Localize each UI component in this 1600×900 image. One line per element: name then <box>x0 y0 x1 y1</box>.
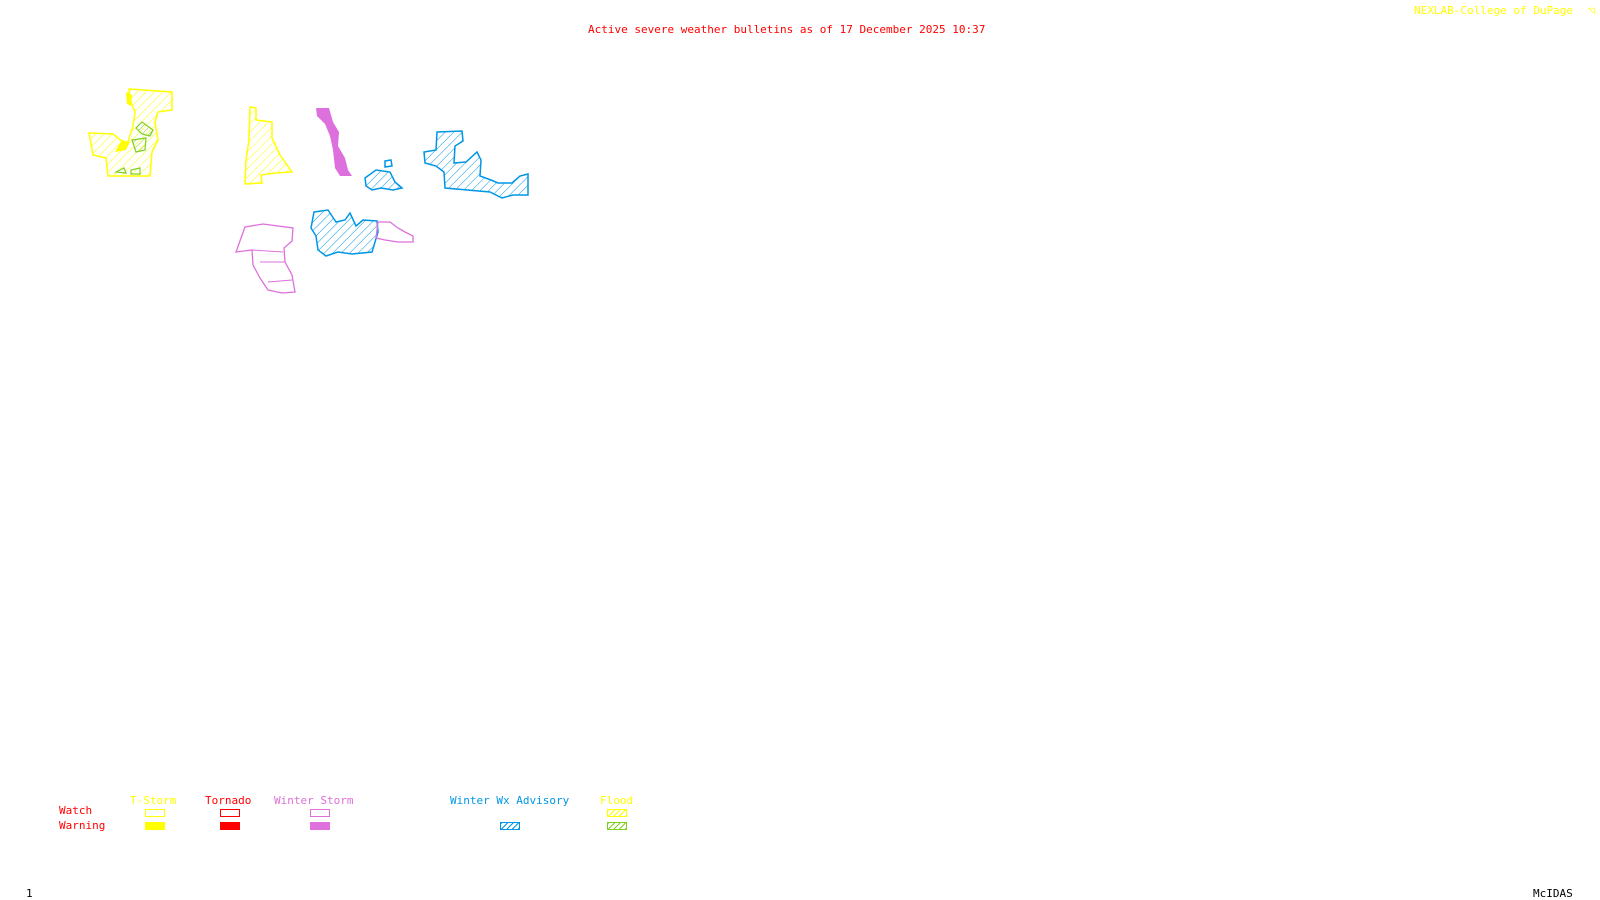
flood-warning-area-west <box>113 121 154 175</box>
winter-storm-watch-area-south-central-east <box>375 221 414 243</box>
software-label: McIDAS <box>1533 887 1573 900</box>
swatch-winter-storm-warning <box>310 822 330 830</box>
swatch-tstorm-warning <box>145 822 165 830</box>
winter-wx-advisory-area-south-central <box>310 209 379 257</box>
legend-header-flood: Flood <box>600 794 634 807</box>
legend-row-warning: Warning <box>59 819 106 832</box>
frame-number: 1 <box>26 887 33 900</box>
flood-watch-area-west-central <box>244 106 294 185</box>
winter-storm-warning-area <box>316 108 352 176</box>
credit-text: NEXLAB-College of DuPage <box>1414 4 1573 17</box>
legend-header-winter-wx-advisory: Winter Wx Advisory <box>450 794 570 807</box>
legend-header-tstorm: T-Storm <box>130 794 177 807</box>
legend-row-watch: Watch <box>59 804 93 817</box>
winter-storm-watch-area-southwest <box>235 223 296 294</box>
swatch-flood-watch <box>607 809 627 817</box>
swatch-winter-storm-watch <box>310 809 330 817</box>
nexlab-logo-icon: ◹ <box>1588 4 1595 17</box>
flood-watch-area-west <box>88 88 173 177</box>
legend-header-tornado: Tornado <box>205 794 252 807</box>
legend-header-winter-storm: Winter Storm <box>274 794 354 807</box>
swatch-winter-wx-advisory <box>500 822 520 830</box>
swatch-tstorm-watch <box>145 809 165 817</box>
swatch-tornado-watch <box>220 809 240 817</box>
winter-wx-advisory-area-east <box>423 130 529 199</box>
swatch-flood-warning <box>607 822 627 830</box>
winter-wx-advisory-area-central <box>364 159 404 191</box>
map-title: Active severe weather bulletins as of 17… <box>588 23 986 36</box>
swatch-tornado-warning <box>220 822 240 830</box>
